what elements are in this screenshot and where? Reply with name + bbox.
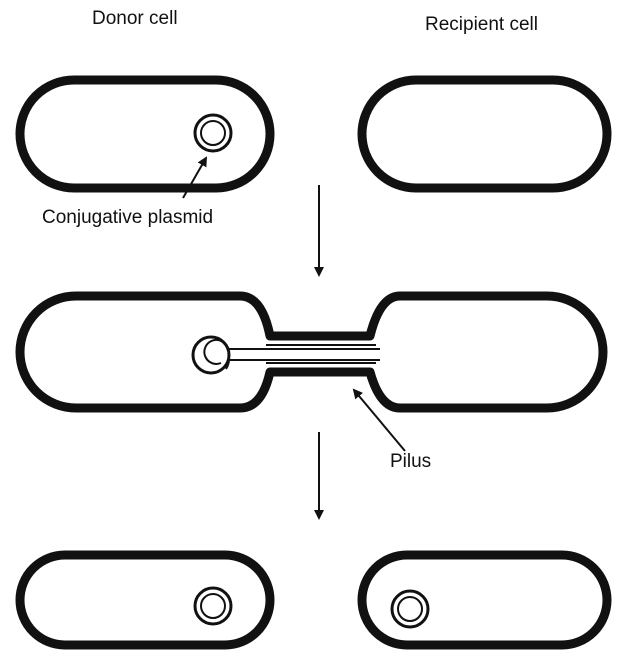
recipient-cell-stage1 (362, 80, 607, 188)
donor-cell-stage1 (20, 80, 270, 188)
pilus-label: Pilus (390, 451, 431, 473)
recipient-cell-stage3 (362, 555, 607, 645)
donor-cell-stage3 (20, 555, 270, 645)
recipient-cell-label: Recipient cell (425, 14, 538, 36)
conjugative-plasmid-label: Conjugative plasmid (42, 207, 213, 229)
donor-cell-label: Donor cell (92, 8, 178, 30)
